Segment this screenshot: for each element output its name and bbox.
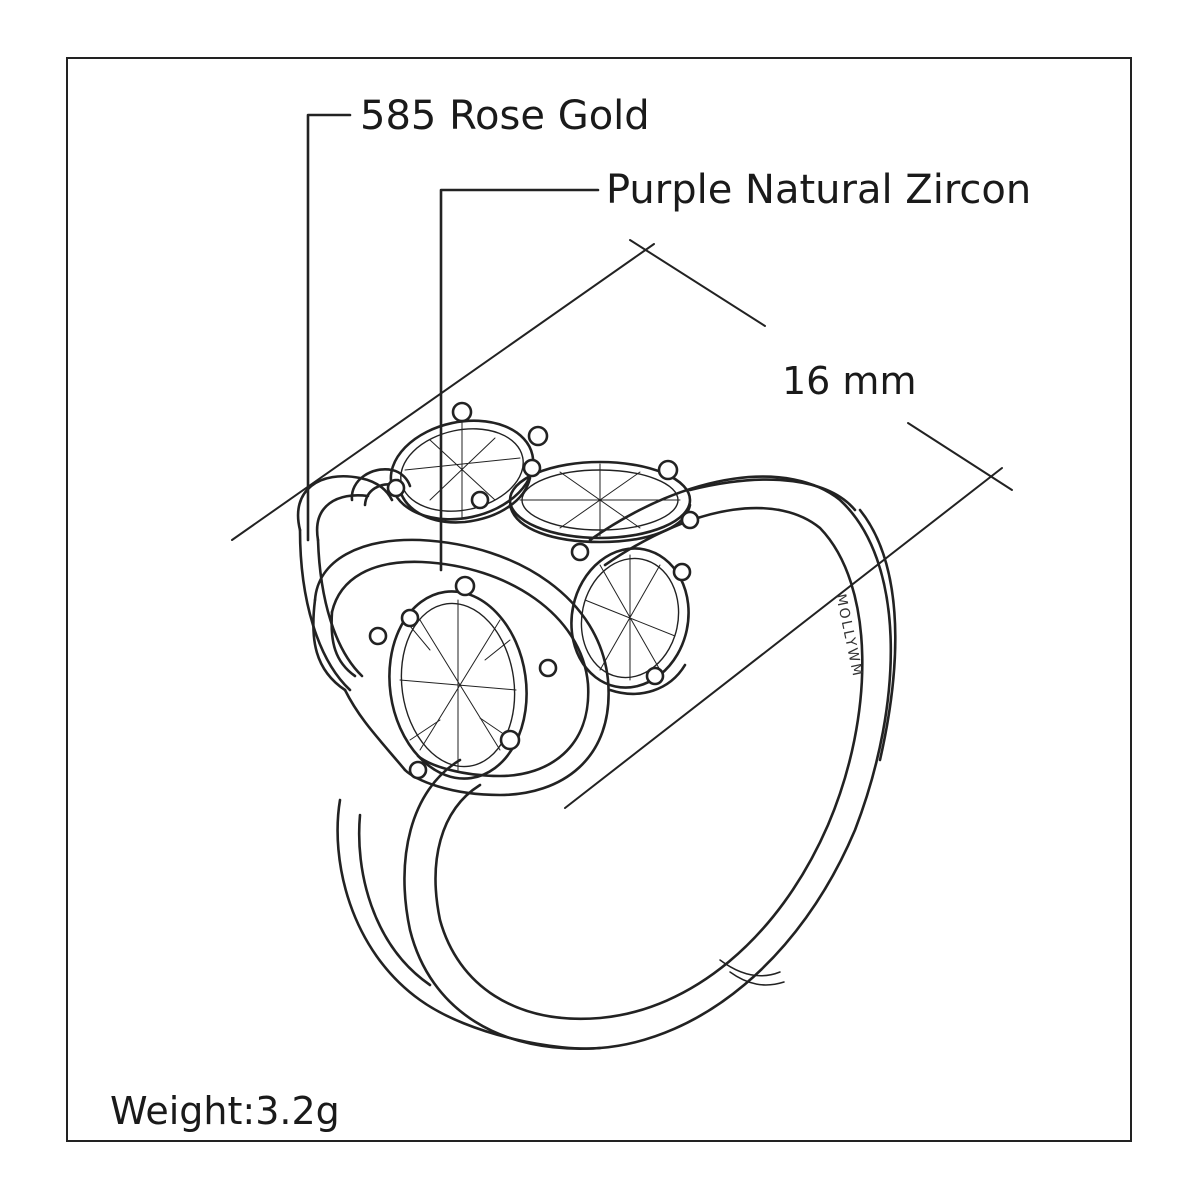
prongs	[368, 401, 700, 780]
stone-right	[508, 460, 692, 544]
stone-lower-right	[570, 547, 690, 696]
stone-label: Purple Natural Zircon	[606, 167, 1032, 213]
diagram-frame	[66, 57, 1132, 1142]
dimension-lines	[231, 239, 1013, 809]
ring-band	[336, 475, 897, 1050]
stone-top-left	[389, 419, 535, 524]
material-label: 585 Rose Gold	[360, 93, 650, 139]
size-dimension-label: 16 mm	[782, 359, 917, 403]
stone-center	[388, 590, 528, 780]
material-leader-line	[306, 113, 352, 542]
stone-leader-line	[439, 188, 600, 572]
weight-label: Weight:3.2g	[110, 1089, 340, 1133]
